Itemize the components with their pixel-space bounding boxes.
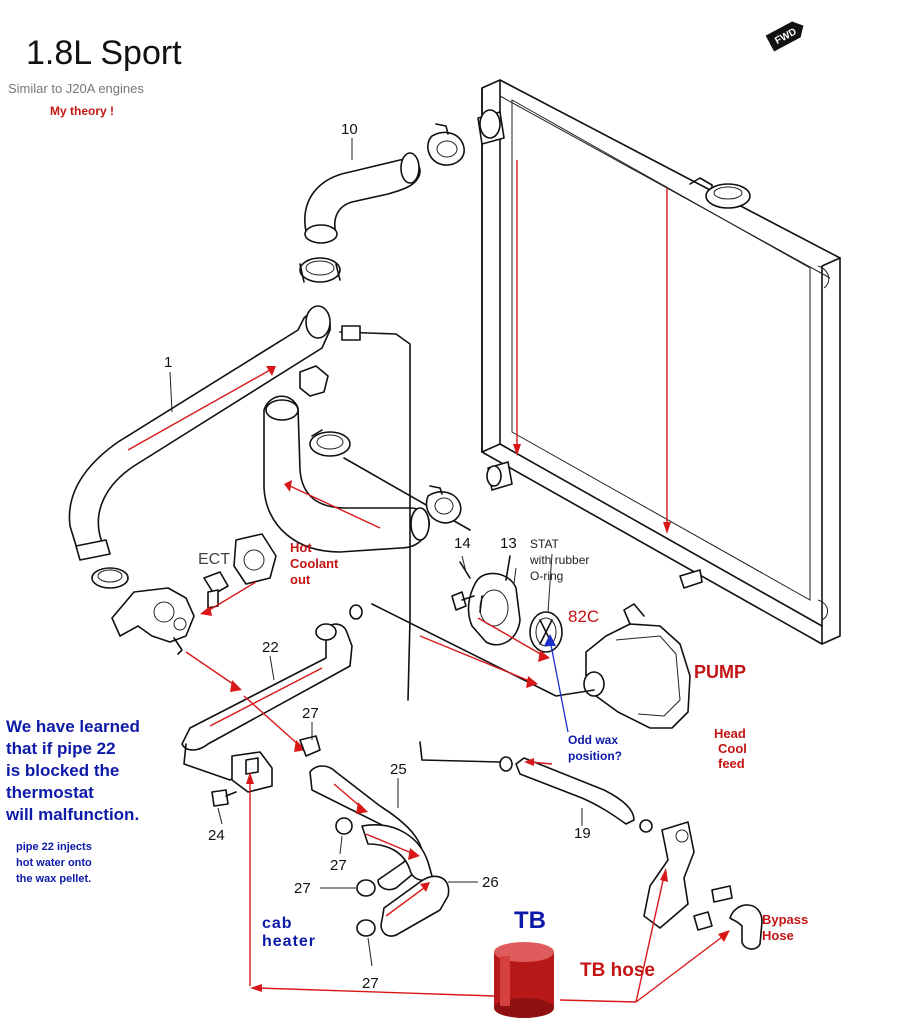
theory-label: My theory ! [50,104,114,118]
note-small-line3: the wax pellet. [16,873,91,885]
note-small-line1: pipe 22 injects [16,841,92,853]
part-number-14: 14 [454,535,471,552]
part-number-27c: 27 [294,880,311,897]
head-line2: Cool [718,741,747,756]
odd-wax-arrow [549,639,569,733]
hose-hot-coolant [263,365,471,553]
bypass-hose [643,821,763,950]
stat-line3: O-ring [530,569,563,583]
hose-1 [68,305,331,589]
note-line3: is blocked the [6,761,119,780]
part-number-24: 24 [208,827,225,844]
bolt-24 [211,789,229,807]
part-number-10: 10 [341,121,358,138]
bypass-line1: Bypass [762,912,808,927]
part-number-19: 19 [574,825,591,842]
cab-label: cab [262,915,293,932]
coolant-outlet-housing [111,587,195,655]
throttle-body-cylinder [494,942,554,1018]
hot-coolant-line2: Coolant [290,556,339,571]
part-number-13: 13 [500,535,517,552]
note-line1: We have learned [6,717,140,736]
hose-10 [299,123,465,283]
fwd-badge: FWD [765,21,804,52]
odd-wax-line2: position? [568,749,622,763]
head-line3: feed [718,756,745,771]
note-line2: that if pipe 22 [6,739,116,758]
subtitle: Similar to J20A engines [8,81,144,96]
cab-heater-loop [246,772,730,1003]
odd-wax-line1: Odd wax [568,733,618,747]
stat-line1: STAT [530,537,560,551]
pump-label: PUMP [694,662,746,682]
note-line5: will malfunction. [5,805,139,824]
radiator [477,79,841,645]
water-pump [583,603,691,729]
heater-label: heater [262,933,316,950]
part-number-22: 22 [262,639,279,656]
note-small-line2: hot water onto [16,857,92,869]
part-number-27b: 27 [330,857,347,874]
bypass-pipe [339,331,411,701]
head-line1: Head [714,726,746,741]
note-line4: thermostat [6,783,94,802]
thermostat-housing [451,555,563,653]
tb-hose-label: TB hose [580,960,655,981]
leader-lines [169,138,583,967]
hose-19 [419,741,653,833]
heater-return-pipe [371,603,595,697]
part-number-26: 26 [482,874,499,891]
flow-to-stat [477,617,545,657]
ect-label: ECT [198,551,230,568]
bypass-line2: Hose [762,928,794,943]
tb-label: TB [514,907,546,934]
temp-82c: 82C [568,607,599,626]
ect-sensor [200,533,277,616]
part-number-27a: 27 [302,705,319,722]
hot-coolant-line3: out [290,572,311,587]
hot-coolant-line1: Hot [290,540,312,555]
part-number-25: 25 [390,761,407,778]
clamp-27a [299,735,321,757]
page-title: 1.8L Sport [26,34,182,72]
stat-line2: with rubber [529,553,589,567]
part-number-1: 1 [164,354,172,371]
part-number-27d: 27 [362,975,379,992]
hose-25-26 [309,765,450,937]
pipe-fitting [341,325,361,341]
